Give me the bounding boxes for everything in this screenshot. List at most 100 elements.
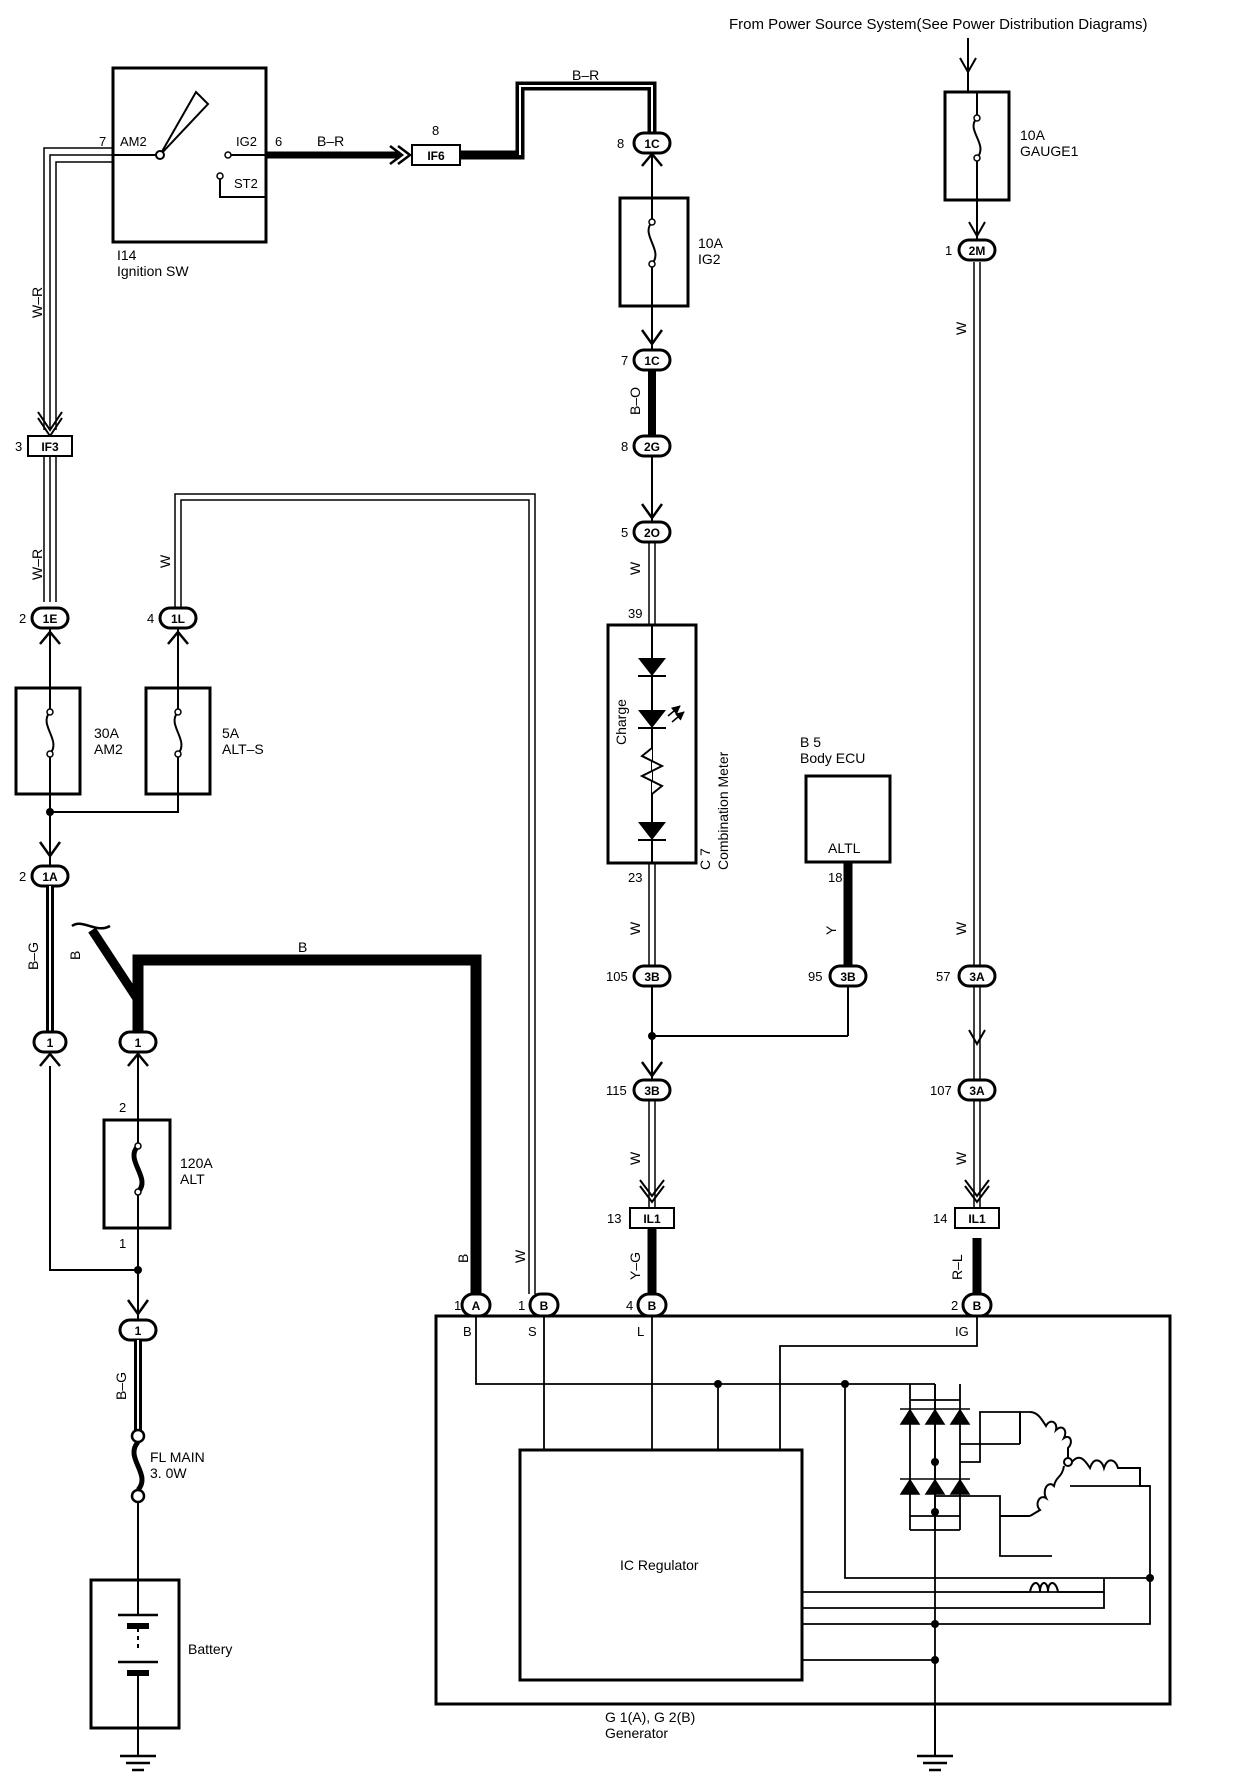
generator-connector-b2-label: B bbox=[973, 1299, 982, 1313]
wire-color-label-w-sense2: W bbox=[512, 1249, 528, 1263]
connector-3b-115-pin: 115 bbox=[606, 1083, 627, 1098]
wire-color-label-b-3: B bbox=[455, 1254, 471, 1263]
wire-color-label-w-gauge3: W bbox=[953, 1151, 969, 1165]
generator: G 1(A), G 2(B) Generator A 1 B 1 B 4 B 2… bbox=[434, 1292, 1172, 1741]
connector-2g-label: 2G bbox=[644, 440, 660, 454]
connector-1e-label: 1E bbox=[43, 612, 58, 626]
body-ecu-name: Body ECU bbox=[800, 750, 865, 766]
wire-color-label-b-r-1: B–R bbox=[317, 133, 344, 149]
connector-3a-57-label: 3A bbox=[969, 970, 985, 984]
connector-3a-57: 3A 57 bbox=[936, 964, 997, 988]
connector-2g: 2G 8 bbox=[621, 434, 672, 458]
connector-3b-105: 3B 105 bbox=[606, 964, 672, 988]
generator-connector-a1-pin: 1 bbox=[454, 1298, 461, 1313]
wire-color-label-b-g-2: B–G bbox=[113, 1372, 129, 1400]
connector-3b-95-label: 3B bbox=[840, 970, 856, 984]
power-feed-arrow bbox=[959, 57, 977, 75]
ignition-pin-st2: ST2 bbox=[234, 176, 258, 191]
wire-b-aux bbox=[88, 927, 143, 1032]
generator-connector-b4: B 4 bbox=[626, 1292, 668, 1318]
wire-w-sense-outer bbox=[174, 493, 536, 1294]
connector-il1-13-label: IL1 bbox=[643, 1212, 661, 1226]
connector-2m-label: 2M bbox=[969, 244, 986, 258]
fusible-link-fl-main: FL MAIN 3. 0W bbox=[130, 1428, 205, 1504]
ignition-pin-am2: AM2 bbox=[120, 134, 147, 149]
connector-1c-bottom-label: 1C bbox=[644, 354, 660, 368]
wire-w-sense-inner bbox=[180, 499, 530, 1294]
meter-lamp-label: Charge bbox=[613, 699, 629, 745]
connector-3a-107-pin: 107 bbox=[930, 1083, 952, 1098]
fuse-am2-name: AM2 bbox=[94, 741, 123, 757]
wire-color-label-w-il1: W bbox=[627, 1151, 643, 1165]
fuse-alt-pin-top: 2 bbox=[119, 1100, 126, 1115]
wire-color-label-y-g: Y–G bbox=[627, 1252, 643, 1280]
body-ecu: B 5 Body ECU ALTL 18 Y bbox=[800, 734, 892, 966]
connector-1c-top: 1C 8 bbox=[617, 131, 672, 155]
generator-connector-b1-pin: 1 bbox=[518, 1298, 525, 1313]
connector-if3-pin: 3 bbox=[15, 439, 22, 454]
ignition-switch: I14 Ignition SW AM2 IG2 ST2 7 6 bbox=[99, 66, 282, 279]
connector-3a-57-pin: 57 bbox=[936, 969, 950, 984]
generator-connector-b2: B 2 bbox=[951, 1292, 993, 1318]
fl-main-rating: 3. 0W bbox=[150, 1465, 187, 1481]
generator-connector-a1-label: A bbox=[472, 1299, 481, 1313]
battery: Battery bbox=[89, 1578, 232, 1730]
connector-il1-13-pin: 13 bbox=[607, 1211, 621, 1226]
ignition-switch-name: Ignition SW bbox=[117, 263, 189, 279]
connector-1l: 1L 4 bbox=[147, 606, 198, 630]
gauge1-circuit: 10A GAUGE1 W W W R–L bbox=[943, 38, 1079, 1300]
meter-name: Combination Meter bbox=[715, 751, 731, 870]
connector-1l-label: 1L bbox=[171, 612, 185, 626]
fuse-gauge1-name: GAUGE1 bbox=[1020, 143, 1079, 159]
connector-il1-13: IL1 13 bbox=[607, 1207, 675, 1229]
generator-connector-b1: B 1 bbox=[518, 1292, 560, 1318]
connector-3b-115-label: 3B bbox=[644, 1084, 660, 1098]
wire-color-label-y: Y bbox=[823, 925, 839, 935]
wire-color-label-b-2: B bbox=[298, 939, 307, 955]
connector-1l-pin: 4 bbox=[147, 611, 154, 626]
wire-color-label-b-g-1: B–G bbox=[25, 942, 41, 970]
connector-if3-label: IF3 bbox=[41, 440, 59, 454]
wire-color-label-w-meter-out: W bbox=[627, 921, 643, 935]
fuse-am2: 30A AM2 bbox=[14, 628, 123, 796]
connector-3a-107: 3A 107 bbox=[930, 1078, 997, 1102]
connector-il1-14: IL1 14 bbox=[933, 1207, 1000, 1229]
fuse-alt: 2 120A ALT 1 bbox=[102, 1052, 213, 1251]
generator-terminal-ig: IG bbox=[955, 1324, 969, 1339]
connector-2o-pin: 5 bbox=[621, 525, 628, 540]
fuse-alt-s-name: ALT–S bbox=[222, 741, 264, 757]
fuse-alt-rating: 120A bbox=[180, 1155, 213, 1171]
battery-label: Battery bbox=[188, 1641, 232, 1657]
combination-meter: 39 Charge 23 C 7 Combination Meter bbox=[606, 606, 731, 885]
meter-ref: C 7 bbox=[697, 848, 713, 870]
fuse-ig2-name: IG2 bbox=[698, 251, 721, 267]
connector-1e: 1E 2 bbox=[19, 606, 70, 630]
fl-main-name: FL MAIN bbox=[150, 1449, 205, 1465]
wire-color-label-w-gauge1: W bbox=[953, 321, 969, 335]
ic-regulator bbox=[518, 1448, 804, 1682]
ignition-pin-ig2-number: 6 bbox=[275, 134, 282, 149]
meter-pin-out: 23 bbox=[628, 870, 642, 885]
connector-il1-14-pin: 14 bbox=[933, 1211, 947, 1226]
connector-1c-top-label: 1C bbox=[644, 137, 660, 151]
body-ecu-box bbox=[804, 774, 892, 864]
stator-coil-icon bbox=[1000, 1411, 1150, 1517]
body-ecu-pin: 18 bbox=[828, 870, 842, 885]
fuse-alt-s-rating: 5A bbox=[222, 725, 240, 741]
connector-1-lower: 1 bbox=[118, 1318, 158, 1342]
wire-color-label-b-o: B–O bbox=[627, 387, 643, 415]
fuse-alt-name: ALT bbox=[180, 1171, 205, 1187]
connector-1-right: 1 bbox=[118, 1030, 158, 1054]
connector-if6-label: IF6 bbox=[427, 149, 445, 163]
connector-1c-bottom-pin: 7 bbox=[621, 353, 628, 368]
fuse-gauge1-rating: 10A bbox=[1020, 127, 1046, 143]
connector-1c-bottom: 1C 7 bbox=[621, 348, 672, 372]
generator-terminal-l: L bbox=[637, 1324, 644, 1339]
wire-color-label-b-r-2: B–R bbox=[572, 67, 599, 83]
wire-color-label-w-sense1: W bbox=[157, 554, 173, 568]
fuse-alt-s: 5A ALT–S bbox=[144, 628, 264, 796]
ignition-pin-am2-number: 7 bbox=[99, 134, 106, 149]
meter-resistor bbox=[639, 747, 665, 795]
generator-connector-b4-pin: 4 bbox=[626, 1298, 633, 1313]
